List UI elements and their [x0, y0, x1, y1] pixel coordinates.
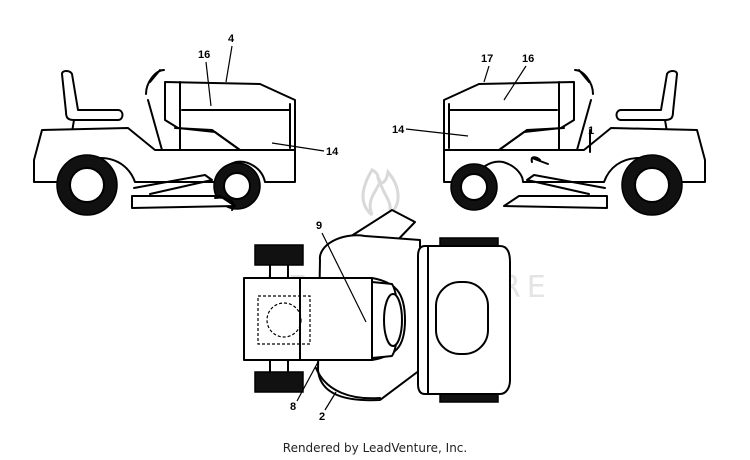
callout-16-right: 16 — [522, 53, 534, 65]
callout-16-left: 16 — [198, 49, 210, 61]
callout-17-right: 17 — [481, 53, 493, 65]
footer-credit: Rendered by LeadVenture, Inc. — [282, 441, 468, 455]
callout-1-right: 1 — [588, 125, 594, 137]
right-callouts: 17 16 14 1 — [392, 53, 594, 137]
callout-14-left: 14 — [326, 146, 339, 158]
left-callouts: 4 16 14 — [198, 33, 339, 158]
left-tractor-side-view — [33, 69, 296, 216]
right-tractor-side-view — [443, 69, 706, 216]
callout-4-left: 4 — [228, 33, 235, 45]
callout-14-right: 14 — [392, 124, 405, 136]
callout-2-top: 2 — [319, 411, 325, 423]
top-view — [243, 209, 511, 403]
callout-8-top: 8 — [290, 401, 296, 413]
top-view-callouts: 9 8 2 — [290, 220, 367, 423]
callout-9-top: 9 — [316, 220, 322, 232]
